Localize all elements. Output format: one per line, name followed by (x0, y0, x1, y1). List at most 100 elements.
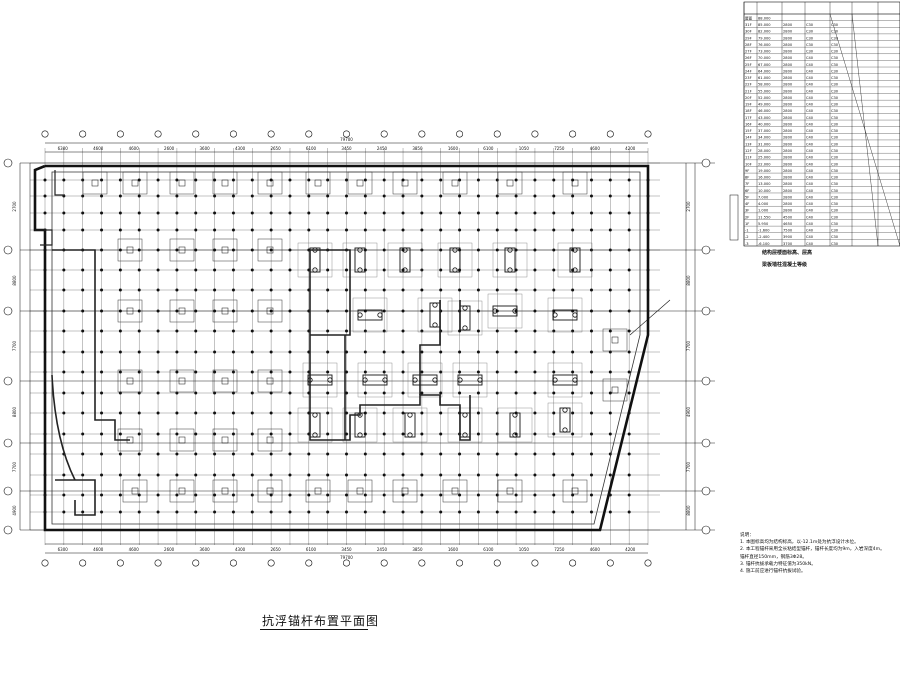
dimension-label-top: 2450 (377, 146, 388, 151)
table-cell: 52.000 (758, 96, 771, 100)
anchor-rod (288, 432, 292, 436)
table-cell: 2800 (783, 109, 793, 113)
anchor-rod (118, 309, 122, 313)
anchor-rod (100, 309, 104, 313)
anchor-rod (156, 248, 160, 252)
pile-cap-column (611, 386, 619, 394)
anchor-rod (345, 309, 348, 313)
table-cell: 55.000 (758, 89, 771, 93)
table-cell: 2800 (783, 202, 793, 206)
axis-bubble-bottom (569, 559, 577, 567)
tower-wall-outline (419, 300, 441, 395)
anchor-rod (608, 370, 612, 374)
table-cell: C40 (806, 89, 814, 93)
table-cell: 49.000 (758, 103, 771, 107)
table-cell: 4.000 (758, 202, 769, 206)
anchor-rod (514, 194, 518, 198)
table-cell: C30 (831, 109, 839, 113)
table-cell: 屋面 (745, 15, 753, 20)
table-cell: 16.000 (758, 176, 771, 180)
dimension-label-top: 2600 (164, 146, 175, 151)
core-anchor (572, 377, 578, 383)
anchor-rod (514, 288, 518, 292)
pile-cap (82, 171, 108, 195)
anchor-rod (156, 268, 160, 272)
anchor-rod (156, 228, 160, 232)
anchor-rod (194, 510, 198, 514)
anchor-rod (156, 493, 160, 497)
anchor-rod (420, 510, 424, 514)
pile-cap (347, 171, 373, 195)
anchor-rod (288, 248, 292, 252)
anchor-rod (118, 510, 122, 514)
dimension-label-right: 2700 (686, 201, 691, 212)
pile-cap-column (611, 336, 619, 344)
table-cell: C30 (831, 96, 839, 100)
dimension-label-left: 8800 (12, 275, 17, 286)
anchor-rod (533, 493, 537, 497)
pile-cap (117, 299, 143, 323)
anchor-rod (552, 194, 556, 198)
pile-cap-column (266, 246, 274, 254)
table-cell: 70.000 (758, 56, 771, 60)
anchor-rod (326, 178, 330, 182)
shear-wall-core (504, 247, 516, 273)
note-line: 说明： (740, 533, 754, 538)
anchor-rod (156, 432, 160, 436)
anchor-rod (458, 493, 462, 497)
table-cell: 2800 (783, 142, 793, 146)
table-cell: C30 (831, 56, 839, 60)
core-pile-cap (342, 242, 378, 278)
core-anchor (477, 377, 483, 383)
core-anchor (552, 377, 558, 383)
anchor-rod (326, 370, 330, 374)
anchor-rod (288, 350, 292, 354)
anchor-rod (571, 211, 575, 215)
anchor-rod (137, 194, 141, 198)
anchor-rod (533, 411, 537, 415)
anchor-rod (213, 211, 217, 215)
anchor-rod (43, 211, 47, 215)
table-cell: C30 (831, 129, 839, 133)
anchor-rod (627, 309, 631, 313)
anchor-rod (533, 510, 537, 514)
anchor-rod (401, 211, 405, 215)
row-bubble-right (701, 438, 711, 448)
anchor-rod (250, 268, 254, 272)
pile-cap-column (178, 377, 186, 385)
core-anchor (432, 302, 438, 308)
pile-cap-column (451, 487, 459, 495)
basement-boundary (33, 164, 650, 532)
pile-cap (212, 428, 238, 452)
anchor-rod (307, 211, 311, 215)
table-cell: 31.000 (758, 142, 771, 146)
anchor-rod (250, 510, 254, 514)
axis-bubble-bottom (41, 559, 49, 567)
anchor-rod (458, 473, 462, 477)
anchor-rod (401, 288, 405, 292)
anchor-rod (250, 228, 254, 232)
row-bubble-right (701, 306, 711, 316)
anchor-rod (288, 391, 292, 395)
core-pile-cap (547, 297, 583, 333)
anchor-rod (627, 268, 631, 272)
table-cell: C30 (831, 83, 839, 87)
dimension-label-right: 8800 (686, 505, 691, 516)
table-cell: C30 (831, 149, 839, 153)
core-anchor (402, 247, 408, 253)
anchor-rod (345, 268, 348, 272)
dimension-label-left: 7700 (12, 461, 17, 472)
anchor-rod (213, 178, 217, 182)
anchor-rod (194, 452, 198, 456)
anchor-rod (288, 268, 292, 272)
shear-wall-core (559, 407, 571, 433)
anchor-rod (288, 329, 292, 333)
anchor-rod (382, 370, 386, 374)
anchor-rod (458, 178, 462, 182)
axis-bubble-bottom (192, 559, 200, 567)
anchor-rod (288, 510, 292, 514)
anchor-rod (81, 228, 85, 232)
axis-bubble-bottom (493, 559, 501, 567)
anchor-rod (307, 194, 311, 198)
anchor-rod (231, 510, 235, 514)
